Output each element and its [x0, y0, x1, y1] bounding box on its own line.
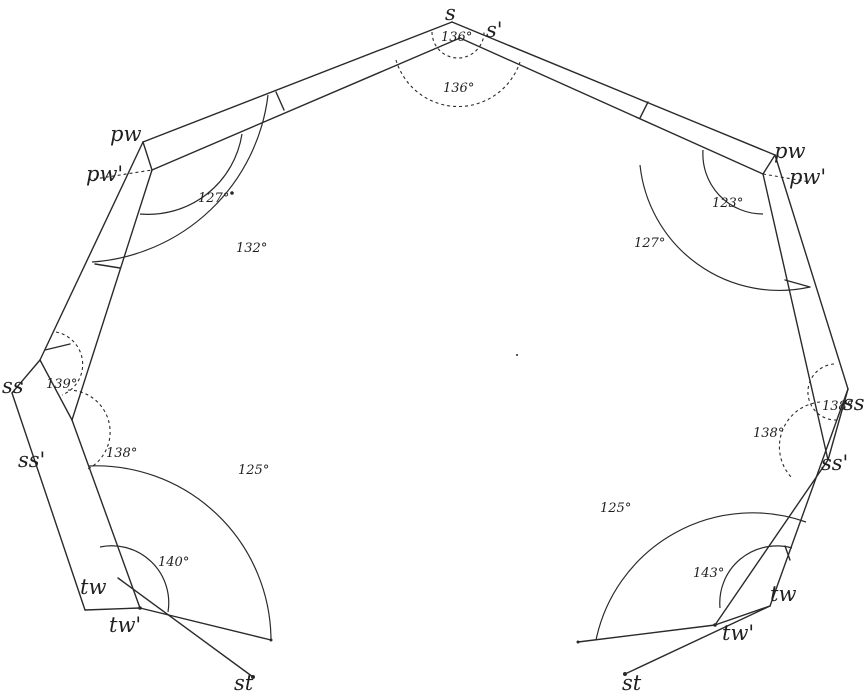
- label-pw-right: pw: [774, 139, 805, 163]
- label-tw-left: tw: [80, 575, 106, 599]
- inner-edge-sprime-pwprime-right: [459, 37, 764, 175]
- label-tw-prime-left: tw': [109, 613, 141, 637]
- edge-tw-twprime-left: [84, 607, 141, 611]
- arc-tw-left-inner: [99, 545, 170, 613]
- label-angle-tw-right-inner: 143°: [693, 566, 724, 581]
- edge-ss-tw-right: [769, 388, 849, 607]
- label-pw-prime-right: pw': [789, 165, 826, 189]
- arc-tw-right-inner: [719, 545, 793, 609]
- label-ss-right: ss: [843, 391, 865, 415]
- edge-ss-ssprime-left: [11, 359, 41, 394]
- arc-pw-left-outer: [91, 94, 269, 263]
- label-ss-left: ss: [2, 374, 24, 398]
- marker-125-right-end: [576, 640, 580, 644]
- arc-tw-right-outer: [595, 512, 807, 641]
- arc-ss-left-upper: [55, 331, 84, 396]
- inner-edge-sprime-pwprime-left: [151, 37, 461, 171]
- divider-tw-right: [784, 545, 791, 561]
- inner-edge-twprime-st-right: [624, 605, 771, 675]
- label-angle-top-inner: 136°: [441, 30, 472, 45]
- label-tw-right: tw: [770, 582, 796, 606]
- marker-st-right: [623, 672, 627, 676]
- inner-edge-ss-ssprime-left: [39, 359, 73, 421]
- label-angle-ss-left-upper: 139°: [46, 377, 77, 392]
- edge-s-pw-right: [451, 21, 776, 156]
- arc-ss-right-lower: [778, 401, 821, 479]
- label-angle-tw-right-outer: 125°: [600, 501, 631, 516]
- dividers: [44, 91, 811, 561]
- arc-pw-left-inner: [139, 133, 243, 215]
- marker-tw-left: [138, 606, 142, 610]
- markers: [138, 191, 717, 679]
- arc-ss-left-lower: [67, 389, 111, 471]
- divider-mid-left: [94, 263, 121, 269]
- inner-edge-twprime-st-left: [117, 577, 254, 678]
- label-pw-left: pw: [110, 122, 141, 146]
- divider-top-right: [639, 101, 649, 119]
- label-angle-ss-left-lower: 138°: [106, 446, 137, 461]
- arc-pw-right-inner: [702, 149, 764, 215]
- label-angle-tw-left-inner: 140°: [158, 555, 189, 570]
- marker-pw-left: [230, 191, 234, 195]
- label-ss-prime-right: ss': [821, 451, 848, 475]
- divider-ss-left: [44, 343, 71, 351]
- inner-polygon: [39, 37, 849, 678]
- inner-edge-ssprime-twprime-left: [71, 419, 141, 609]
- label-ss-prime-left: ss': [18, 448, 45, 472]
- inner-edge-pwprime-ssprime-right: [762, 173, 829, 461]
- outer-polygon: [11, 21, 849, 611]
- label-angle-pw-right-outer: 127°: [634, 236, 665, 251]
- arc-pw-right-outer: [639, 164, 811, 292]
- label-s: s: [445, 1, 456, 25]
- edge-ss-tw-left: [11, 392, 86, 611]
- label-angle-ss-right-upper: 138°: [822, 399, 853, 414]
- label-s-prime: s': [486, 18, 503, 42]
- marker-st-left: [251, 675, 255, 679]
- dashed-pw-right: [762, 173, 811, 183]
- angle-arcs: [55, 31, 839, 641]
- inner-edge-ssprime-twprime-right: [714, 459, 829, 626]
- label-pw-prime-left: pw': [86, 162, 123, 186]
- label-angle-ss-right-lower: 138°: [753, 426, 784, 441]
- marker-center: [516, 354, 518, 356]
- label-st-right: st: [622, 671, 642, 693]
- divider-pw-left: [142, 141, 153, 171]
- label-angle-tw-left-outer: 125°: [238, 463, 269, 478]
- dashed-pw-left: [87, 169, 153, 181]
- edge-s-pw-left: [142, 21, 453, 143]
- inner-edge-tw-twprime-right: [714, 605, 771, 626]
- label-angle-pw-left-outer: 132°: [236, 241, 267, 256]
- label-angle-pw-right-inner: 123°: [712, 196, 743, 211]
- marker-125-left-end: [269, 638, 273, 642]
- inner-edge-ss-ssprime-right: [827, 388, 849, 461]
- angle-labels: 136° 136° 127° 132° 123° 127° 139° 138° …: [46, 30, 853, 581]
- inner-edge-pwprime-ssprime-left: [71, 169, 153, 421]
- edge-pw-ss-right: [774, 154, 849, 390]
- arc-ss-right-upper: [807, 363, 839, 421]
- divider-pw-right: [762, 154, 776, 175]
- label-st-left: st: [234, 671, 254, 693]
- marker-tw-right: [713, 623, 717, 627]
- inner-edge-twprime-125-left: [139, 607, 272, 641]
- label-angle-pw-left-inner: 127°: [198, 191, 229, 206]
- label-angle-top-outer: 136°: [443, 81, 474, 96]
- divider-mid-right: [784, 279, 811, 288]
- label-tw-prime-right: tw': [722, 621, 754, 645]
- divider-top-left: [275, 91, 285, 111]
- edge-pw-ss-left: [39, 141, 144, 361]
- arc-tw-left-outer: [87, 465, 272, 641]
- inner-edge-twprime-125-right: [577, 624, 716, 643]
